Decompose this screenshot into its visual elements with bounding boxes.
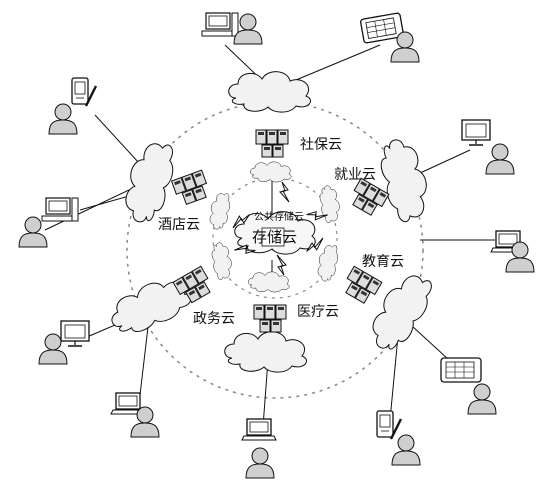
person-icon bbox=[467, 383, 497, 415]
user-3 bbox=[48, 76, 98, 135]
cloud-inner-lower-left bbox=[209, 241, 235, 281]
cloud-inner-lower-right bbox=[315, 243, 341, 283]
label-storage-cloud: 存储云 bbox=[252, 228, 298, 246]
user-7 bbox=[38, 320, 90, 365]
label-public-storage-cloud: 公共存储云 bbox=[254, 212, 304, 223]
user-10 bbox=[241, 418, 277, 479]
person-icon bbox=[245, 447, 275, 479]
server-cluster-education bbox=[340, 265, 383, 307]
user-8 bbox=[110, 392, 160, 438]
user-9 bbox=[440, 357, 497, 415]
user-5 bbox=[18, 197, 79, 248]
tablet-icon bbox=[440, 357, 482, 383]
person-icon bbox=[391, 434, 421, 466]
cloud-inner-top bbox=[250, 161, 292, 183]
monitor-icon bbox=[461, 119, 491, 146]
person-icon bbox=[48, 103, 78, 135]
inner-dashed-ring bbox=[212, 177, 338, 299]
server-cluster-social bbox=[255, 129, 289, 158]
cloud-inner-left bbox=[207, 191, 233, 231]
desktop-computer-icon bbox=[201, 12, 239, 37]
label-medical-cloud: 医疗云 bbox=[297, 304, 339, 320]
user-6 bbox=[490, 230, 535, 273]
label-social-cloud: 社保云 bbox=[300, 137, 342, 153]
cloud-social-outer bbox=[228, 71, 312, 113]
desktop-computer-icon bbox=[41, 197, 79, 222]
person-icon bbox=[485, 143, 515, 175]
label-employment-cloud: 就业云 bbox=[334, 167, 376, 183]
user-1 bbox=[201, 12, 263, 45]
label-hotel-cloud: 酒店云 bbox=[158, 217, 200, 233]
label-government-cloud: 政务云 bbox=[193, 311, 235, 327]
server-cluster-hotel bbox=[171, 169, 212, 207]
cloud-inner-bottom bbox=[248, 271, 290, 293]
server-cluster-employment bbox=[347, 177, 390, 219]
laptop-icon bbox=[241, 418, 277, 441]
monitor-icon bbox=[60, 320, 90, 347]
bolt-top bbox=[279, 181, 290, 203]
user-2 bbox=[359, 12, 420, 63]
bolt-bottom bbox=[276, 254, 287, 276]
server-cluster-medical bbox=[253, 304, 287, 333]
pda-icon bbox=[375, 409, 403, 441]
user-11 bbox=[375, 409, 421, 466]
user-4 bbox=[461, 119, 515, 175]
cloud-medical-outer bbox=[224, 331, 308, 373]
storage-box bbox=[261, 227, 285, 247]
label-education-cloud: 教育云 bbox=[362, 254, 404, 270]
pda-icon bbox=[70, 76, 98, 108]
